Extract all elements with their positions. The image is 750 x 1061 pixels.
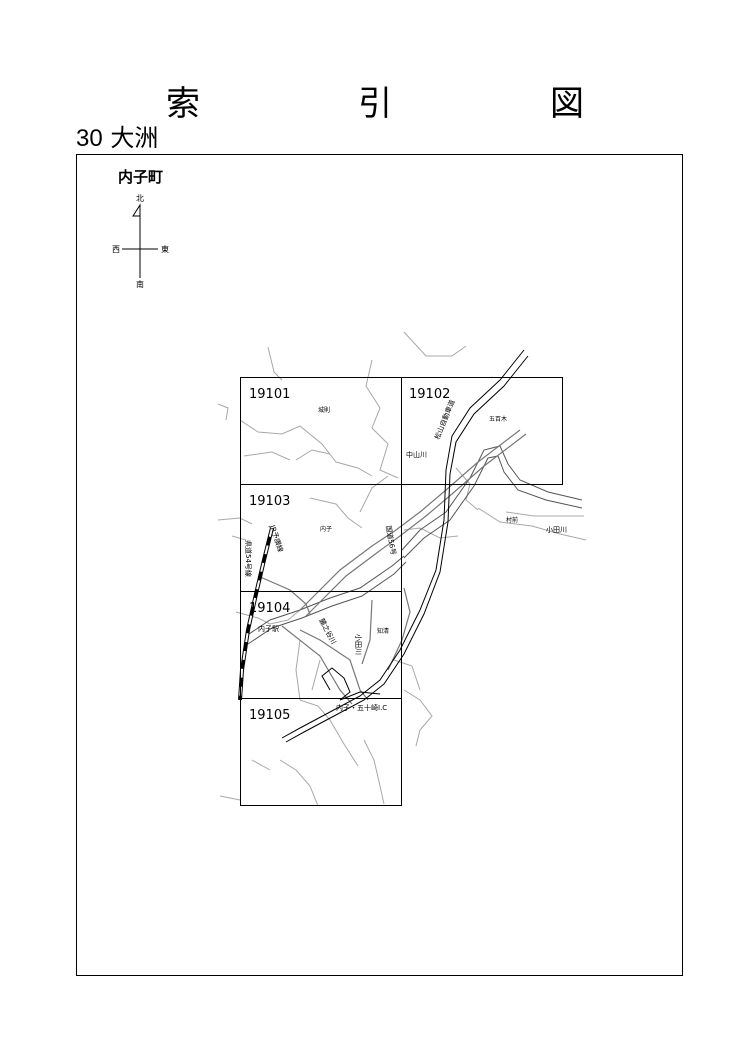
map-frame — [76, 154, 683, 976]
place-label: 内子・五十崎I.C — [336, 703, 387, 712]
sheet-number: 19101 — [249, 387, 290, 402]
sheet-number: 19105 — [249, 708, 290, 723]
jr-railway — [238, 527, 274, 701]
place-label: 城則 — [318, 406, 330, 414]
region-heading: 30 大洲 — [76, 118, 158, 153]
place-label: 村前 — [506, 516, 518, 524]
page-title: 索 引 図 — [166, 84, 646, 124]
place-label: 麓之谷川 — [317, 617, 338, 646]
expressway-line — [281, 349, 529, 743]
sheet-19105[interactable] — [240, 698, 402, 806]
sheet-number: 19104 — [249, 601, 290, 616]
compass-north: 北 — [136, 194, 144, 203]
sheet-19102[interactable] — [401, 377, 563, 485]
place-label: 中山川 — [406, 450, 427, 459]
region-number: 30 — [76, 125, 103, 152]
compass-west: 西 — [112, 245, 120, 254]
route-label: 県道54号線 — [244, 540, 253, 577]
compass-rose: 北 南 東 西 — [112, 194, 169, 289]
place-label: 内子 — [320, 525, 332, 533]
sheet-number: 19103 — [249, 494, 290, 509]
compass-south: 南 — [136, 279, 144, 289]
river-odagawa — [245, 445, 583, 645]
place-label: 内子駅 — [258, 624, 279, 633]
compass-east: 東 — [161, 244, 169, 254]
place-label: 五百木 — [489, 415, 507, 423]
north-arrow-icon — [132, 203, 141, 217]
region-name: 大洲 — [110, 124, 159, 152]
town-name: 内子町 — [118, 168, 164, 186]
main-roads — [257, 429, 527, 705]
map-background-lines — [217, 331, 587, 807]
place-label: 知清 — [377, 627, 389, 635]
place-label: 小田川 — [354, 634, 363, 655]
place-label: 小田川 — [546, 525, 567, 534]
sheet-number: 19102 — [409, 387, 450, 402]
sheet-grid — [240, 377, 563, 806]
